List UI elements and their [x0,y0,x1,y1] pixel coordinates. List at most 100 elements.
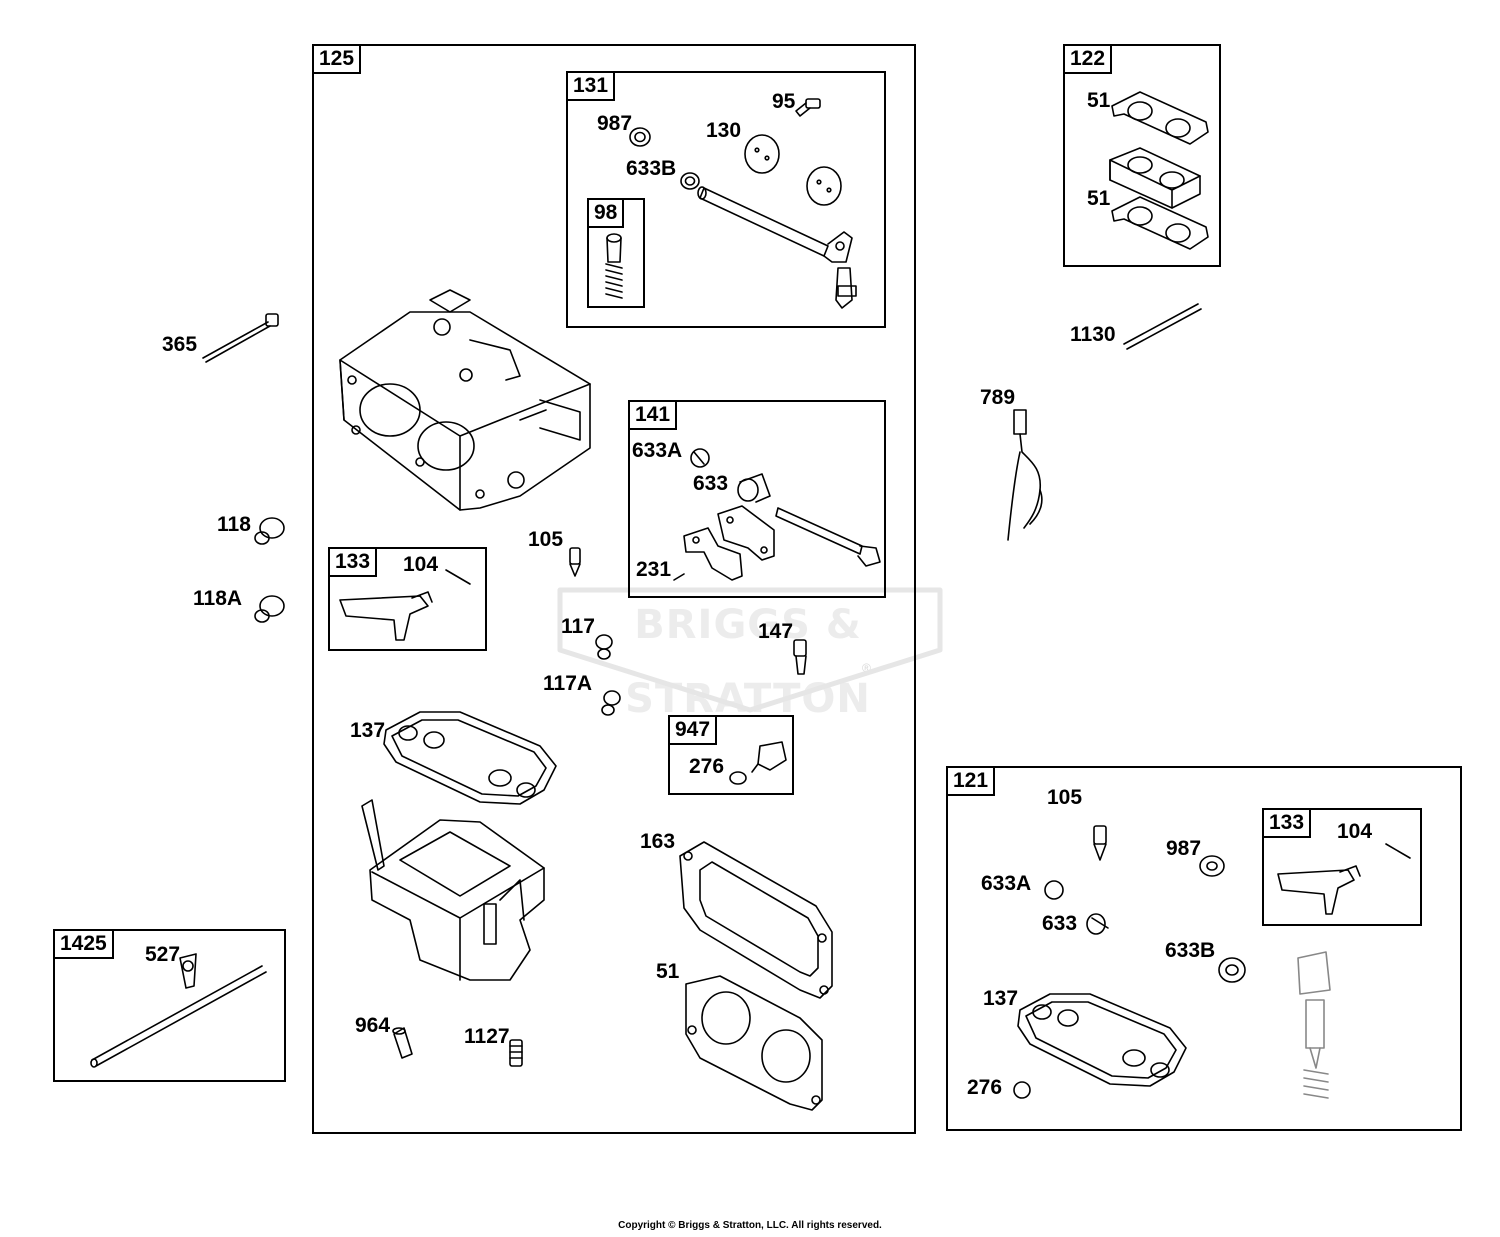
throttle-plate-130-part [744,134,780,174]
group-125-box: 125 [312,44,916,1134]
part-label-51-lower: 51 [1087,187,1111,210]
jet-117A-part [601,690,621,716]
jet-117-part [595,634,613,660]
pin-104-part [445,569,471,585]
part-label-1127: 1127 [464,1025,510,1048]
group-122-tag: 122 [1065,46,1113,74]
group-133-upper-tag: 133 [330,549,378,577]
pin-104-kit-part [1385,843,1411,859]
clamp-527-part [179,953,197,989]
bolt-365-part [202,313,279,363]
plug-964-part [392,1027,413,1059]
part-label-163: 163 [640,830,676,853]
group-121-tag: 121 [948,768,996,796]
part-label-118A: 118A [193,587,243,610]
part-label-147: 147 [758,620,794,643]
bushing-633-part [737,473,771,503]
group-947-box: 947 [668,715,794,795]
needle-105-kit-part [1093,825,1107,861]
watermark-registered-mark: ® [862,661,871,675]
oring-276-kit-part [1013,1081,1031,1099]
part-label-104-kit: 104 [1337,820,1373,843]
screw-231-part [673,573,685,581]
bushing-633A-kit-part [1044,880,1064,900]
solenoid-assembly-kit-part [1297,951,1331,1099]
group-121-box: 121 [946,766,1462,1131]
group-98-box: 98 [587,198,645,308]
float-133-kit-part [1277,865,1361,915]
part-label-527: 527 [145,943,181,966]
part-label-964: 964 [355,1014,391,1037]
part-label-51-upper: 51 [1087,89,1111,112]
choke-shaft-part [775,507,881,567]
gasket-51-lower-part [1111,196,1209,250]
seal-987-kit-part [1199,855,1225,877]
part-label-633B: 633B [626,157,677,180]
gasket-51-center-part [685,975,823,1111]
gasket-137-part [383,711,557,805]
seal-633B-kit-part [1218,957,1246,983]
float-133-part [339,591,433,641]
part-label-276: 276 [689,755,725,778]
needle-105-part [569,547,581,577]
float-bowl-part [361,799,545,981]
screw-1127-part [509,1039,523,1067]
part-label-130: 130 [706,119,742,142]
jet-118-part [254,517,285,545]
solenoid-wire-789-part [1007,409,1043,541]
tube-1425-part [90,965,267,1068]
group-947-tag: 947 [670,717,718,745]
group-131-tag: 131 [568,73,616,101]
copyright-notice: Copyright © Briggs & Stratton, LLC. All … [618,1220,882,1231]
oring-276-part [729,771,747,785]
part-label-987: 987 [597,112,633,135]
spacer-block-part [1109,147,1201,209]
throttle-plate-130b-part [806,166,842,206]
part-label-51-center: 51 [656,960,680,983]
group-133-kit-tag: 133 [1264,810,1312,838]
screw-147-part [793,639,807,675]
part-label-231: 231 [636,558,672,581]
group-1425-box: 1425 [53,929,286,1082]
part-label-137-kit: 137 [983,987,1019,1010]
part-label-95: 95 [772,90,796,113]
watermark-shield [557,587,943,713]
group-1425-tag: 1425 [55,931,114,959]
part-label-117: 117 [561,615,595,638]
gasket-137-kit-part [1017,993,1187,1087]
gasket-163-part [679,841,833,999]
idle-screw-98-part [605,233,623,299]
throttle-shaft-part [697,186,857,309]
part-label-105: 105 [528,528,564,551]
gasket-51-upper-part [1111,91,1209,145]
group-122-box: 122 [1063,44,1221,267]
group-98-tag: 98 [589,200,625,228]
group-133-upper-box: 133 [328,547,487,651]
screw-95-part [795,98,821,117]
seal-987-part [629,127,651,147]
part-label-118: 118 [217,513,251,536]
part-label-633A: 633A [632,439,683,462]
part-label-789: 789 [980,386,1016,409]
part-label-633A-kit: 633A [981,872,1032,895]
part-label-633: 633 [693,472,729,495]
part-label-105-kit: 105 [1047,786,1083,809]
part-label-276-kit: 276 [967,1076,1003,1099]
part-label-137: 137 [350,719,386,742]
jet-118A-part [254,595,285,623]
carburetor-upper-body-part [339,289,591,511]
part-label-117A: 117A [543,672,593,695]
group-131-box: 131 [566,71,886,328]
part-label-633B-kit: 633B [1165,939,1216,962]
group-141-tag: 141 [630,402,678,430]
choke-plate-part [683,505,775,581]
part-label-987-kit: 987 [1166,837,1202,860]
bushing-633A-part [690,448,710,468]
solenoid-947-part [751,741,787,773]
part-label-633-kit: 633 [1042,912,1078,935]
group-133-kit-box: 133 [1262,808,1422,926]
seal-633B-part [680,172,700,190]
part-label-1130: 1130 [1070,323,1116,346]
rod-1130-part [1123,303,1202,350]
